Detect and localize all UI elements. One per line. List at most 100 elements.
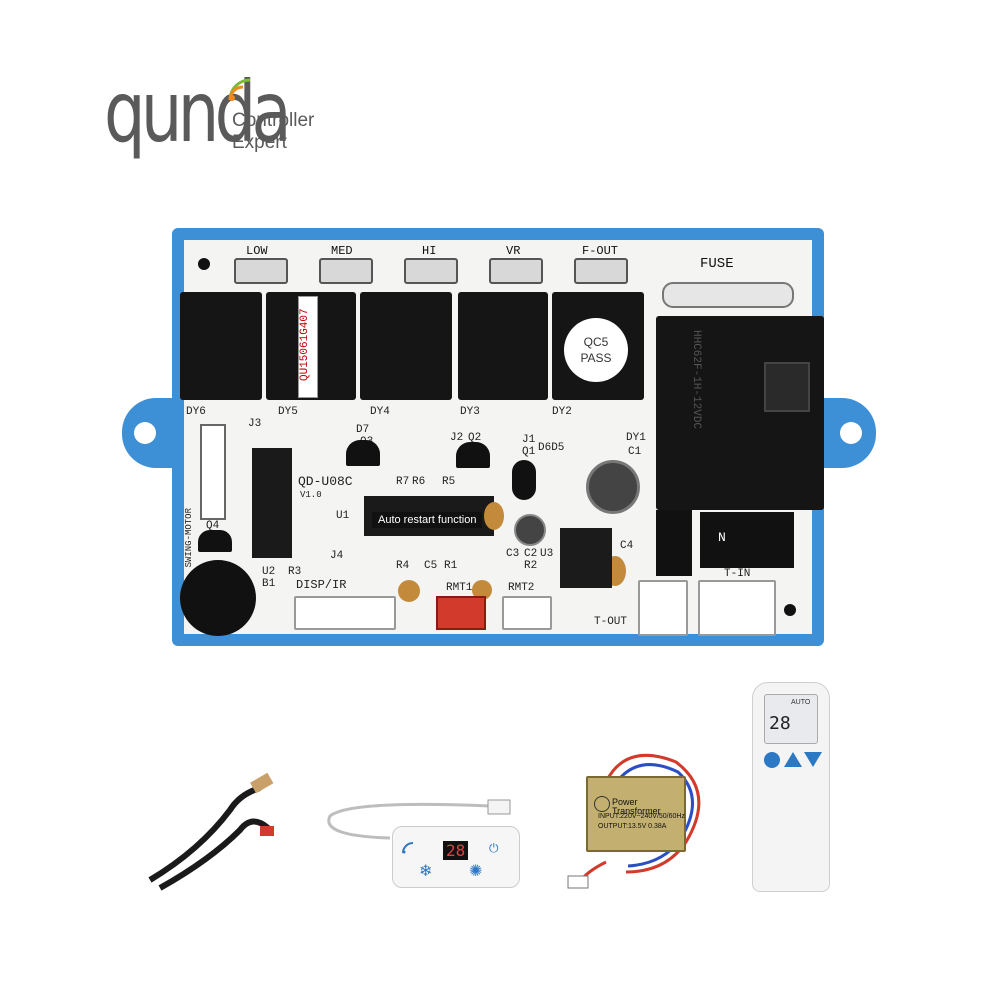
connector-rmt2 [502, 596, 552, 630]
silk-q4: Q4 [206, 520, 220, 532]
label-dy2: DY2 [552, 406, 572, 418]
silk-swing-motor: SWING-MOTOR [184, 508, 194, 568]
silk-q1: Q1 [522, 446, 536, 458]
brand-logo: qunda [104, 63, 292, 161]
label-n: N [718, 530, 726, 545]
silk-r1: R1 [444, 560, 458, 572]
fuse-label: FUSE [700, 256, 734, 272]
silk-u1: U1 [336, 510, 350, 522]
qc-line-2: PASS [580, 351, 612, 365]
mount-hole-right [840, 422, 862, 444]
silk-d7: D7 [356, 424, 370, 436]
terminal-hi [404, 258, 458, 284]
sun-icon: ✺ [469, 863, 483, 880]
silk-r6: R6 [412, 476, 426, 488]
qc-pass-sticker: QC5 PASS [564, 318, 628, 382]
transformer-title: Power Transformer [612, 797, 661, 816]
header-block [700, 512, 794, 568]
transistor-q1 [512, 460, 536, 500]
silk-j1: J1 [522, 434, 536, 446]
silk-j4: J4 [330, 550, 344, 562]
silk-c5: C5 [424, 560, 438, 572]
connector-disp-ir [294, 596, 396, 630]
brand-tagline: Controller Expert [232, 110, 314, 154]
capacitor-ceramic [398, 580, 420, 602]
qc-line-1: QC5 [583, 335, 609, 349]
silk-u2: U2 [262, 566, 276, 578]
fuse [662, 282, 794, 308]
remote-power-button[interactable] [764, 752, 780, 768]
temperature-sensor-cable [148, 772, 274, 891]
terminal-med [319, 258, 373, 284]
remote-down-button[interactable] [804, 752, 822, 767]
relay-dy1 [656, 316, 824, 510]
relay-dy1-marking: HHC62F-1H-12VDC [690, 330, 702, 430]
terminal-low [234, 258, 288, 284]
capacitor-ceramic [472, 580, 492, 600]
brand-seal-icon [594, 796, 610, 812]
connector-t-out [638, 580, 688, 636]
power-transformer: Power Transformer INPUT:220V~240V/50/60H… [586, 776, 686, 852]
power-icon: ⏻ [489, 841, 499, 855]
serial-sticker: QU15061G407 [298, 296, 318, 398]
silk-r4: R4 [396, 560, 410, 572]
label-disp-ir: DISP/IR [296, 578, 347, 592]
tagline-line-2: Expert [232, 132, 287, 153]
silk-j3: J3 [248, 418, 262, 430]
silk-c2: C2 [524, 548, 538, 560]
terminal-fout [574, 258, 628, 284]
transformer-output: OUTPUT:13.5V 0.38A [598, 823, 667, 830]
label-rmt2: RMT2 [508, 582, 535, 594]
display-panel-cable [327, 799, 511, 840]
label-dy6: DY6 [186, 406, 206, 418]
capacitor-ceramic [484, 502, 504, 530]
connector-t-in [698, 580, 776, 636]
remote-up-button[interactable] [784, 752, 802, 767]
remote-lcd: AUTO 28 [764, 694, 818, 744]
snowflake-icon: ❄ [419, 863, 433, 880]
silk-c4: C4 [620, 540, 634, 552]
terminal-label-fout: F-OUT [582, 244, 619, 258]
header-pins [656, 510, 692, 576]
wifi-icon [402, 842, 414, 854]
label-dy4: DY4 [370, 406, 390, 418]
transistor-q2 [456, 442, 490, 468]
buzzer-b1 [180, 560, 256, 636]
silk-b1: B1 [262, 578, 276, 590]
ic-u2 [252, 448, 292, 558]
connector-rmt1 [436, 596, 486, 630]
silk-r5: R5 [442, 476, 456, 488]
display-panel: 28 ❄ ✺ ⏻ [392, 826, 520, 888]
label-t-out: T-OUT [594, 616, 628, 628]
silk-u3: U3 [540, 548, 554, 560]
remote-digits: 28 [769, 713, 791, 734]
label-dy1: DY1 [626, 432, 646, 444]
serial-sticker-text: QU15061G407 [299, 308, 311, 382]
heatsink-regulator [560, 528, 612, 588]
label-t-in: T-IN [724, 568, 751, 580]
label-dy5: DY5 [278, 406, 298, 418]
terminal-vr [489, 258, 543, 284]
relay-dy1-terminal [764, 362, 810, 412]
relay-dy6 [180, 292, 262, 400]
terminal-label-vr: VR [506, 244, 521, 258]
remote-mode: AUTO [791, 699, 811, 706]
relay-dy4 [360, 292, 452, 400]
silk-r2: R2 [524, 560, 538, 572]
display-panel-digits: 28 [443, 841, 469, 860]
silk-q2: Q2 [468, 432, 482, 444]
transistor-q4 [198, 530, 232, 552]
silk-j2: J2 [450, 432, 464, 444]
silk-r3: R3 [288, 566, 302, 578]
label-dy3: DY3 [460, 406, 480, 418]
swing-motor-connector [200, 424, 226, 520]
label-rmt1: RMT1 [446, 582, 473, 594]
transformer-input: INPUT:220V~240V/50/60Hz [598, 813, 685, 820]
tagline-line-1: Controller [232, 110, 315, 131]
silk-r7: R7 [396, 476, 410, 488]
transistor-q3 [346, 440, 380, 466]
auto-restart-label: Auto restart function [372, 512, 483, 528]
mount-hole-left [134, 422, 156, 444]
transformer-wires [567, 753, 701, 889]
board-model: QD-U08C [298, 474, 353, 489]
